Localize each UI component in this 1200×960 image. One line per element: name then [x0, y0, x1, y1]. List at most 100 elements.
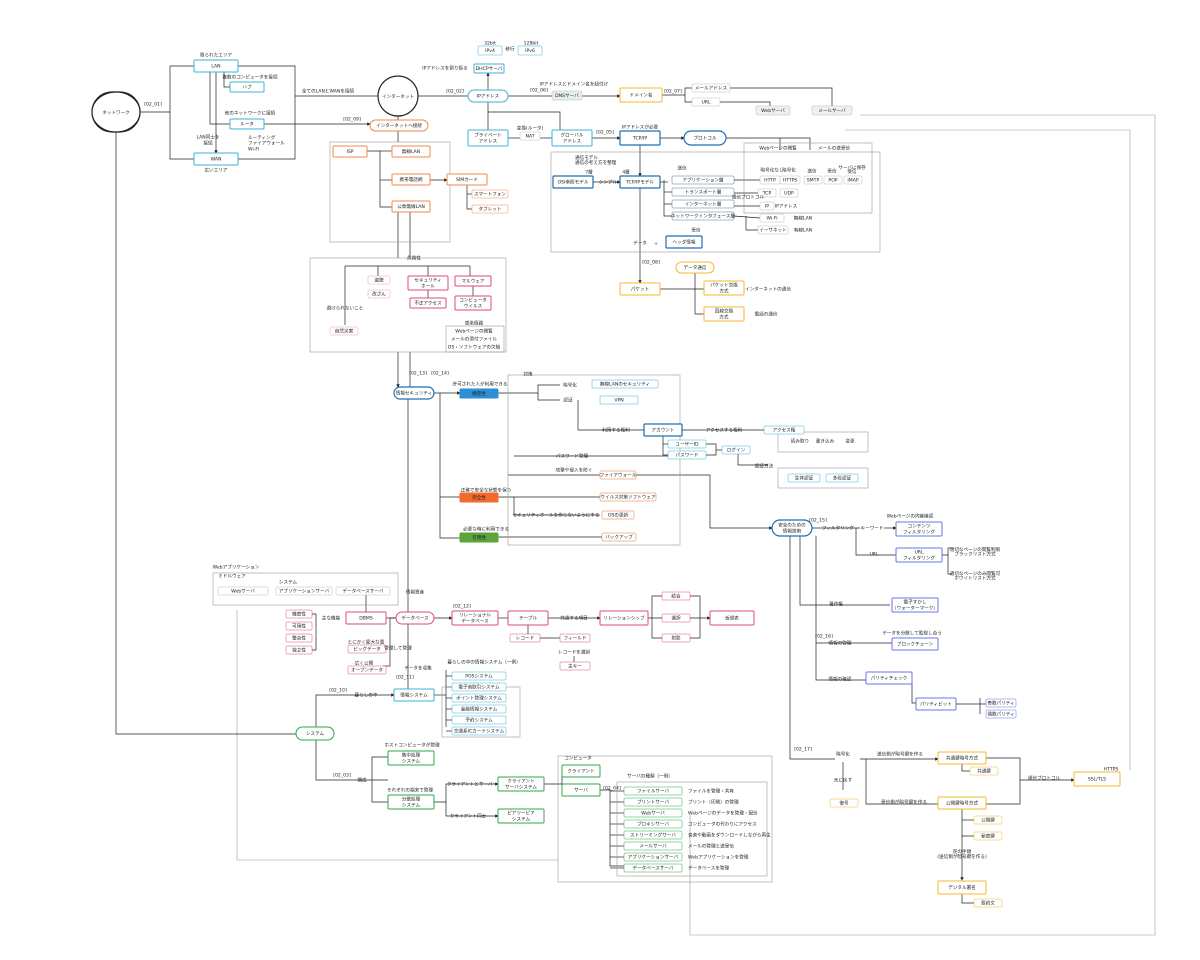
network-circle-label: ネットワーク — [102, 110, 130, 116]
label-middleware: ミドルウェア — [218, 572, 246, 579]
node-user-id: ユーザーID — [667, 439, 707, 449]
connector — [684, 95, 692, 103]
label-route-os: OS・ソフトウェアの欠陥 — [448, 343, 501, 350]
label-when-needed: 必要な時に利用できる — [463, 525, 509, 532]
connector — [737, 454, 768, 466]
node-print-server-frame — [623, 797, 683, 807]
label-r0217: [02_17] — [794, 746, 812, 752]
internet-circle — [377, 75, 419, 117]
connector — [961, 764, 970, 772]
connector — [238, 65, 296, 160]
node-natural-disaster-label: 自然災害 — [335, 327, 354, 334]
node-private-key-label-label: 秘密鍵 — [981, 832, 995, 839]
node-pop-label: POP — [828, 177, 837, 183]
node-ip: IP — [759, 201, 775, 211]
label-r0206: [02_06] — [530, 87, 548, 93]
node-proxy-frame — [623, 819, 683, 829]
node-lan-label: LAN — [211, 64, 220, 70]
node-life-point-frame — [451, 693, 507, 703]
node-project-frame — [661, 633, 691, 643]
node-ipv4-frame — [477, 45, 503, 56]
node-rdb-label: リレーショナルデータベース — [459, 613, 491, 625]
connector — [911, 678, 916, 704]
node-digital-sig-label: デジタル署名 — [948, 884, 975, 891]
node-circuit-switch-frame — [703, 306, 745, 322]
node-dbms: DBMS — [345, 611, 387, 625]
node-distributed: 分散処理システム — [387, 794, 435, 810]
node-wlan-security-frame — [591, 379, 659, 389]
node-table-label: テーブル — [519, 615, 538, 622]
node-web-server-lbl-frame — [217, 586, 269, 596]
node-malware-frame — [454, 275, 492, 287]
label-url-lbl: URL — [869, 551, 879, 557]
node-content-filter: コンテンツフィルタリング — [895, 521, 943, 537]
node-client-server-sys-label: クライアントサーバシステム — [505, 779, 537, 791]
node-packet-switch: パケット交換方式 — [703, 280, 745, 296]
group-frame-computer — [557, 755, 773, 883]
label-use-right: 利用する権利 — [602, 426, 630, 433]
node-decryption: 復号 — [829, 798, 859, 808]
node-packet: パケット — [619, 282, 661, 296]
node-url-frame — [691, 97, 721, 107]
node-parity-bit: パリティビット — [915, 697, 957, 711]
node-sim-card-label: SIMカード — [456, 177, 478, 183]
node-isp-frame — [332, 145, 368, 158]
node-mobile-carrier-frame — [391, 173, 431, 186]
node-wireless-lan-label: 無線LAN — [402, 148, 420, 155]
node-relationship: リレーションシップ — [599, 610, 649, 626]
connector — [799, 536, 890, 606]
node-watermark-label: 電子すかし（ウォーターマーク） — [892, 599, 938, 612]
node-safe-tech: 安全のための情報技術 — [771, 519, 813, 537]
node-streaming-label: ストリーミングサーバ — [630, 831, 676, 838]
node-global-address-frame — [551, 129, 593, 147]
node-content-filter-label: コンテンツフィルタリング — [903, 524, 935, 536]
node-life-reserve-label: 予約システム — [465, 716, 493, 723]
node-web-srv-label: Webサーバ — [641, 810, 665, 816]
connector — [445, 802, 499, 818]
connector — [961, 894, 974, 904]
node-virus-label: コンピュータウイルス — [459, 297, 487, 310]
label-r0213: [02_13] — [409, 370, 427, 376]
node-access-right: アクセス権 — [763, 425, 805, 435]
node-global-address: グローバルアドレス — [551, 129, 593, 147]
node-data-comm-frame — [675, 261, 715, 274]
node-web-srv: Webサーバ — [623, 808, 683, 818]
node-integrity-label: 完全性 — [472, 494, 486, 501]
node-theft-frame — [367, 275, 391, 285]
group-frame-web-app — [212, 572, 399, 606]
node-parity-check: パリティチェック — [865, 671, 913, 685]
node-internet-layer: インターネット層 — [671, 199, 735, 209]
label-limited-area: 限られたエリア — [200, 52, 233, 59]
node-info-security: 情報セキュリティ — [393, 386, 435, 400]
label-authorized-only: 許可された人が利用できる — [452, 380, 507, 387]
node-wifi-frame — [759, 213, 785, 223]
node-sec-hole-frame — [407, 275, 449, 291]
connector — [169, 112, 194, 160]
node-p2p-frame — [497, 808, 545, 824]
node-mobile-carrier: 携帯電話網 — [391, 173, 431, 186]
node-opendata-frame — [347, 665, 387, 675]
node-packet-switch-frame — [703, 280, 745, 296]
connector — [236, 610, 558, 861]
node-tamper-label: 改ざん — [372, 290, 386, 297]
group-frame-comm-model — [550, 151, 881, 253]
node-web-server-lbl-label: Webサーバ — [231, 588, 255, 594]
label-layer4: 4層 — [622, 169, 630, 175]
node-life-pos-frame — [451, 671, 507, 681]
label-r0201: [02_01] — [144, 101, 162, 107]
node-url-label: URL — [701, 99, 711, 105]
node-mail-address-label: メールアドレス — [695, 85, 728, 91]
label-r0216: [02_16] — [815, 633, 833, 639]
label-record-identify: レコードを識別 — [558, 648, 591, 655]
label-webpage-content-check: Webページの内容確認 — [887, 512, 934, 519]
node-db-server-lbl-label: データベースサーバ — [342, 587, 383, 594]
node-record-label: レコード — [516, 635, 534, 641]
connector-lines — [115, 65, 1156, 936]
label-attack-prevent: 攻撃や侵入を防ぐ — [556, 466, 593, 473]
node-blockchain: ブロックチェーン — [891, 637, 939, 651]
auth-methods-frame — [777, 467, 869, 489]
label-access-rights-can: アクセスする権利 — [706, 426, 743, 433]
node-ipv6-label: IPv6 — [525, 48, 535, 54]
connector — [745, 216, 758, 231]
